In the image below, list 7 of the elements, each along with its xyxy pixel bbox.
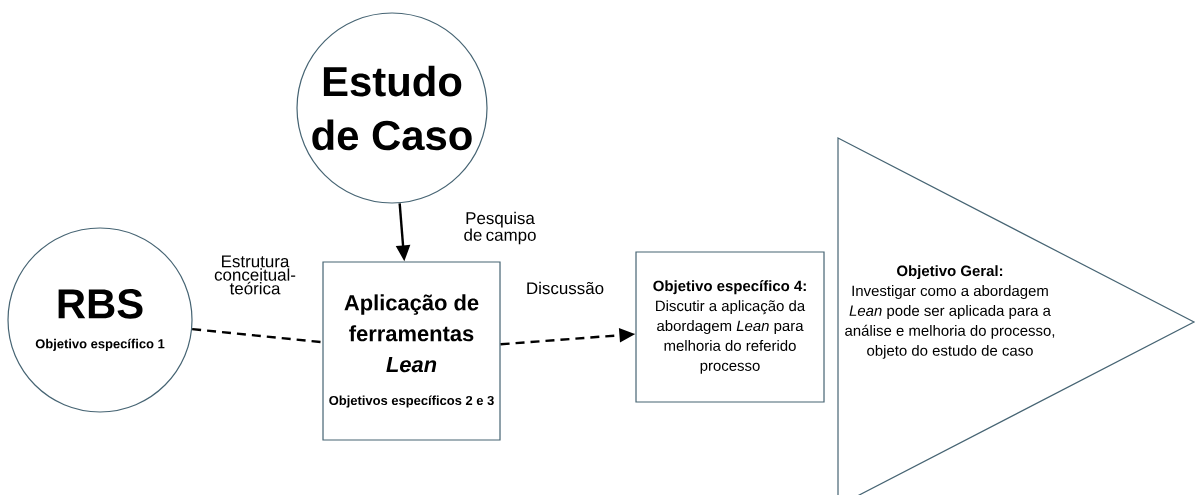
edge-label: Discussão [527,281,604,295]
process-box: Objetivo específico 4: Discutir a aplicação da abordagem Lean para melhoria do referido processo [635,251,825,403]
edge-label: Estrutura conceitual-teórica [214,255,296,295]
goal-triangle: Objetivo Geral: Investigar como a abordagem Lean pode ser aplicada para a análise e melhoria do processo, objeto do estudo de caso [837,137,1196,495]
connector [192,327,323,344]
process-box: Aplicação de ferramentas Lean Objetivos específicos 2 e 3 [322,261,501,441]
edge-label: Pesquisa de campo [464,211,536,245]
